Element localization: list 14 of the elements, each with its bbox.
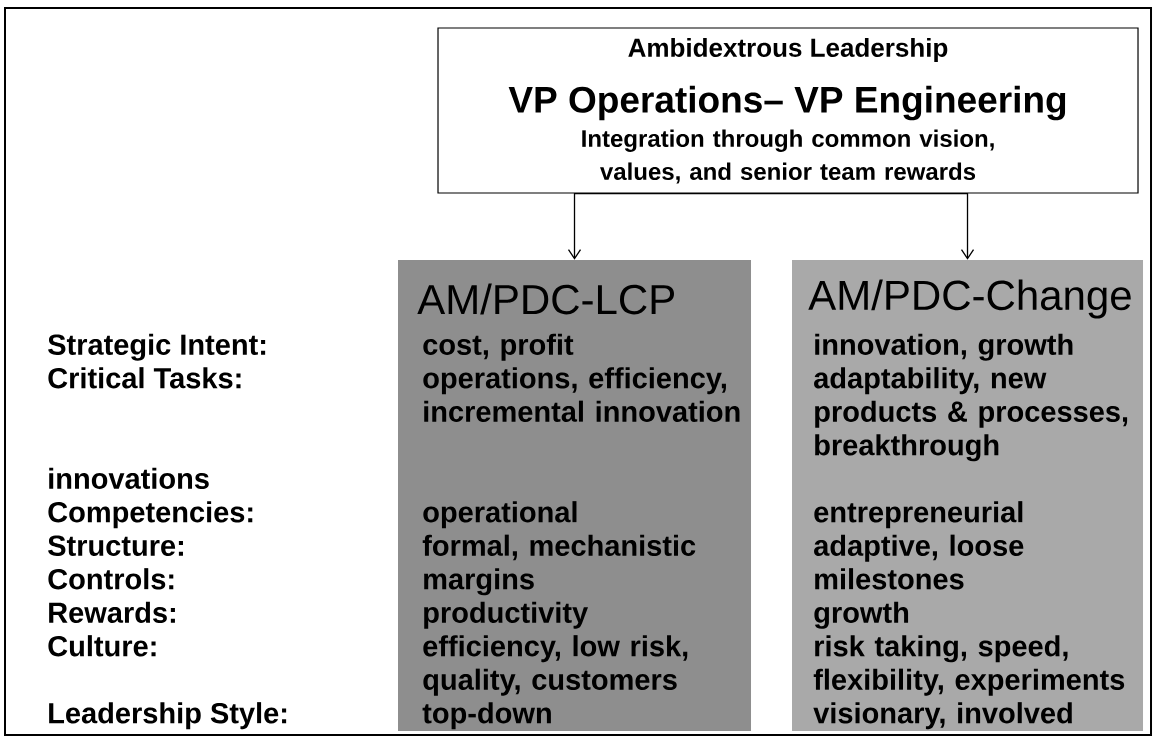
arrow: [567, 192, 789, 260]
row-label: Leadership Style:: [49, 702, 287, 730]
column-panel: AM/PDC-Change innovation, growth adaptability, new products & processes, breakthrough entrepreneurial adaptive, loose milestones growth risk taking, speed, flexibility, experiments visionary, involved: [792, 260, 1143, 731]
row-label: Structure:: [48, 535, 183, 556]
row-label: Critical Tasks:: [48, 367, 241, 389]
heading-box: Ambidextrous Leadership VP Operations– VP Engineering Integration through common vision, values, and senior team rewards: [437, 27, 1139, 194]
column-panel: AM/PDC-LCP cost, profit operations, efficiency, incremental innovation operational formal, mechanistic margins productivity efficiency, low risk, quality, customers top-down: [398, 260, 751, 731]
row-label: Competencies:: [48, 501, 253, 529]
arrow: [787, 192, 975, 260]
row-label: innovations: [49, 467, 209, 489]
row-label: Controls:: [48, 568, 174, 590]
row-label: Rewards:: [49, 601, 175, 623]
row-label: Strategic Intent:: [48, 333, 266, 361]
row-label: Culture:: [48, 635, 156, 657]
